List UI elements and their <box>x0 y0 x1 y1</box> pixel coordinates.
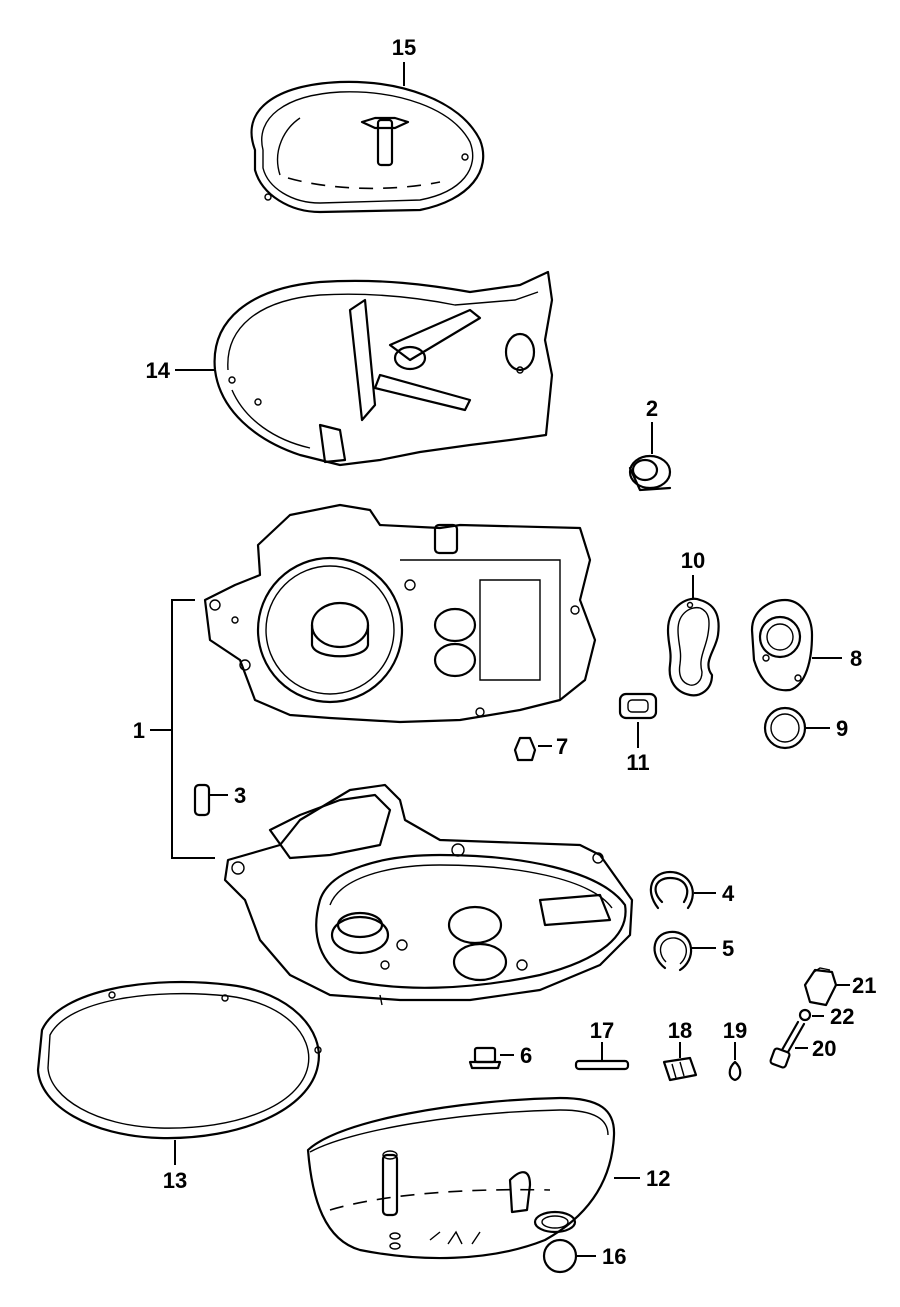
label-10: 10 <box>681 548 705 573</box>
label-19: 19 <box>723 1018 747 1043</box>
label-5: 5 <box>722 936 734 961</box>
label-1: 1 <box>133 718 145 743</box>
part-18-bush <box>662 1056 698 1082</box>
label-21: 21 <box>852 973 876 998</box>
label-20: 20 <box>812 1036 836 1061</box>
part-6-plug-screw <box>468 1046 502 1070</box>
part-22-washer <box>798 1008 812 1022</box>
label-8: 8 <box>850 646 862 671</box>
part-3-dowel-pin <box>193 783 211 817</box>
label-3: 3 <box>234 783 246 808</box>
part-17-pin <box>574 1059 630 1071</box>
part-13-gasket <box>36 980 322 1140</box>
label-6: 6 <box>520 1043 532 1068</box>
part-1-crankcase-upper <box>203 503 597 724</box>
label-9: 9 <box>836 716 848 741</box>
part-19-clip <box>728 1060 742 1082</box>
label-2: 2 <box>646 396 658 421</box>
label-11: 11 <box>626 750 649 775</box>
part-2-seal-ring <box>628 454 672 492</box>
part-14-inner-cover <box>213 270 554 467</box>
part-16-washer <box>542 1238 578 1274</box>
label-7: 7 <box>556 734 568 759</box>
part-8-cover-plate <box>750 598 814 692</box>
callout-labels: 15 14 2 10 8 9 11 7 1 3 4 5 21 22 20 6 1… <box>133 35 877 1269</box>
label-14: 14 <box>146 358 171 383</box>
part-11-square-seal <box>618 692 658 720</box>
label-12: 12 <box>646 1166 670 1191</box>
part-15-outer-cover <box>250 80 485 214</box>
part-7-plug <box>513 736 537 762</box>
label-13: 13 <box>163 1168 187 1193</box>
part-9-o-ring <box>763 706 807 750</box>
part-4-circlip <box>649 870 694 910</box>
part-5-circlip <box>653 930 693 972</box>
label-15: 15 <box>392 35 416 60</box>
part-21-drive-housing <box>803 967 838 1007</box>
label-4: 4 <box>722 881 735 906</box>
part-12-bottom-cover <box>306 1096 616 1260</box>
label-16: 16 <box>602 1244 626 1269</box>
label-18: 18 <box>668 1018 692 1043</box>
part-10-gasket <box>666 597 720 697</box>
label-17: 17 <box>590 1018 614 1043</box>
part-1-crankcase-lower <box>223 783 634 1006</box>
leader-lines <box>150 62 850 1257</box>
part-20-drive-gear <box>769 1020 806 1069</box>
label-22: 22 <box>830 1004 854 1029</box>
